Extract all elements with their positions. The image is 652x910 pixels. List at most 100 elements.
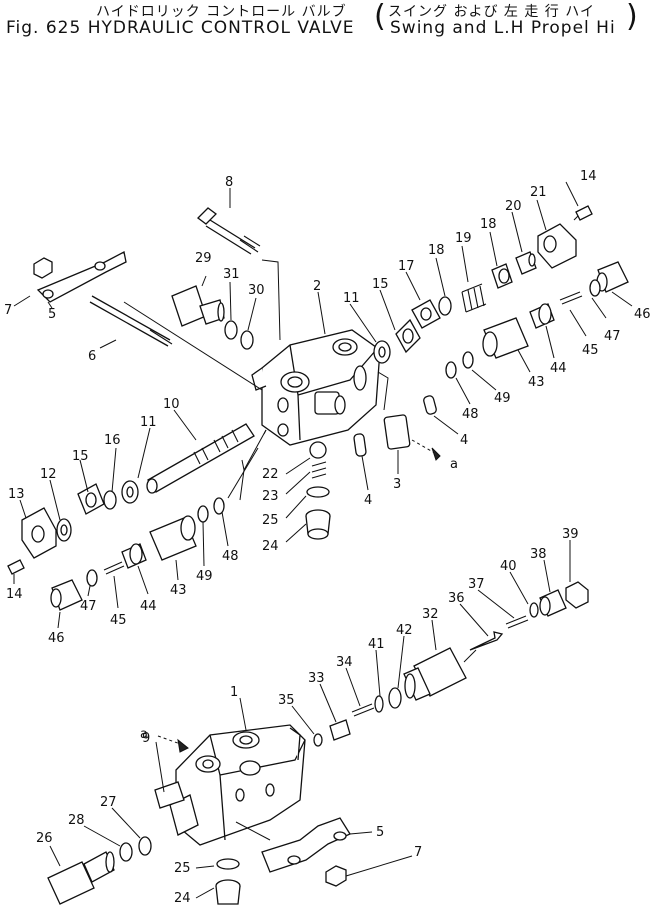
ring-part-41	[374, 695, 384, 713]
nut-part-39	[565, 581, 589, 609]
oring-part-49-upper	[462, 351, 474, 369]
plug-part-43-lower	[149, 515, 197, 561]
callout: 48	[222, 549, 239, 564]
ring-part-40	[529, 602, 539, 618]
oring-part-25-lower	[216, 858, 240, 870]
callout: 12	[40, 467, 57, 482]
callout: 18	[428, 243, 445, 258]
callout: 28	[68, 813, 85, 828]
callout: 44	[140, 599, 157, 614]
spring-part-34	[351, 703, 375, 717]
callout: 7	[414, 845, 422, 860]
screw-part-14-lower	[7, 559, 25, 575]
callout: 44	[550, 361, 567, 376]
callout: 49	[196, 569, 213, 584]
plug-part-29	[171, 285, 225, 327]
callout: 33	[308, 671, 325, 686]
callout: 4	[460, 433, 468, 448]
valve-body-lower	[154, 724, 306, 846]
callouts: 8 14 21 29 31 30 2 20 18 18 19 17 15 11 …	[4, 169, 651, 906]
plug-part-46-upper	[596, 261, 629, 293]
plug-part-24-lower	[215, 879, 241, 905]
spring-part-23	[311, 461, 327, 479]
callout: 13	[8, 487, 25, 502]
callout: 48	[462, 407, 479, 422]
view-marker-a-right: a	[450, 457, 458, 472]
ball-part-22	[309, 441, 327, 459]
callout: 19	[455, 231, 472, 246]
oring-part-30	[240, 330, 254, 350]
callout: 31	[223, 267, 240, 282]
callout: 10	[163, 397, 180, 412]
spring-part-12	[56, 518, 72, 542]
oring-part-47-upper	[589, 279, 601, 297]
callout: 14	[6, 587, 23, 602]
callout: 34	[336, 655, 353, 670]
callout: 15	[372, 277, 389, 292]
seal-part-4b	[353, 433, 367, 457]
bracket-part-5-upper	[36, 251, 127, 303]
seal-part-4a	[423, 395, 437, 415]
spring-seat-part-11-upper	[373, 340, 391, 364]
cap-part-13	[21, 507, 57, 559]
callout: 9	[142, 731, 150, 746]
callout: 49	[494, 391, 511, 406]
cover-part-15-lower	[77, 483, 105, 515]
callout: 45	[582, 343, 599, 358]
open-paren: (	[374, 0, 386, 34]
callout: 3	[393, 477, 401, 492]
pin-part-36	[469, 631, 504, 651]
bolt-part-8	[197, 207, 261, 255]
cover-part-15-upper	[395, 318, 421, 354]
callout: 25	[262, 513, 279, 528]
spool-part-10	[146, 423, 255, 494]
figure-subtitle: Swing and L.H Propel Hi	[390, 18, 616, 38]
callout: 26	[36, 831, 53, 846]
spring-part-45-lower	[103, 561, 125, 575]
close-paren: )	[626, 0, 638, 34]
callout: 39	[562, 527, 579, 542]
callout: 36	[448, 591, 465, 606]
valve-body-upper	[251, 329, 381, 446]
nut-part-7-upper	[33, 257, 53, 279]
spring-part-37	[505, 615, 529, 629]
gasket-part-3	[383, 414, 411, 450]
callout: 8	[225, 175, 233, 190]
spring-part-45-upper	[559, 291, 583, 305]
ring-part-16	[103, 490, 117, 510]
spool-part-44-upper	[529, 303, 555, 329]
callout: 38	[530, 547, 547, 562]
valve-part-32	[403, 647, 467, 701]
callout: 6	[88, 349, 96, 364]
callout: 22	[262, 467, 279, 482]
oring-part-42	[388, 687, 402, 709]
oring-part-48-lower	[213, 497, 225, 515]
callout: 11	[140, 415, 157, 430]
callout: 11	[343, 291, 360, 306]
callout: 46	[48, 631, 65, 646]
callout: 7	[4, 303, 12, 318]
plug-part-46-lower	[50, 579, 83, 611]
figure-title: Fig. 625 HYDRAULIC CONTROL VALVE	[6, 18, 355, 38]
oring-part-48-upper	[445, 361, 457, 379]
callout: 41	[368, 637, 385, 652]
callout: 23	[262, 489, 279, 504]
view-marker-a-left: a	[140, 727, 148, 742]
callout: 1	[230, 685, 238, 700]
callout: 46	[634, 307, 651, 322]
callout: 37	[468, 577, 485, 592]
callout: 43	[528, 375, 545, 390]
plug-part-20	[515, 251, 537, 275]
callout: 14	[580, 169, 597, 184]
callout: 21	[530, 185, 547, 200]
oring-part-28	[119, 842, 133, 862]
callout: 42	[396, 623, 413, 638]
callout: 25	[174, 861, 191, 876]
spring-part-19	[461, 283, 487, 313]
stud-bolt-part-6	[89, 295, 173, 347]
callout: 5	[376, 825, 384, 840]
callout: 20	[505, 199, 522, 214]
ring-part-35	[313, 733, 323, 747]
callout: 47	[80, 599, 97, 614]
screw-part-14-upper	[573, 205, 593, 221]
